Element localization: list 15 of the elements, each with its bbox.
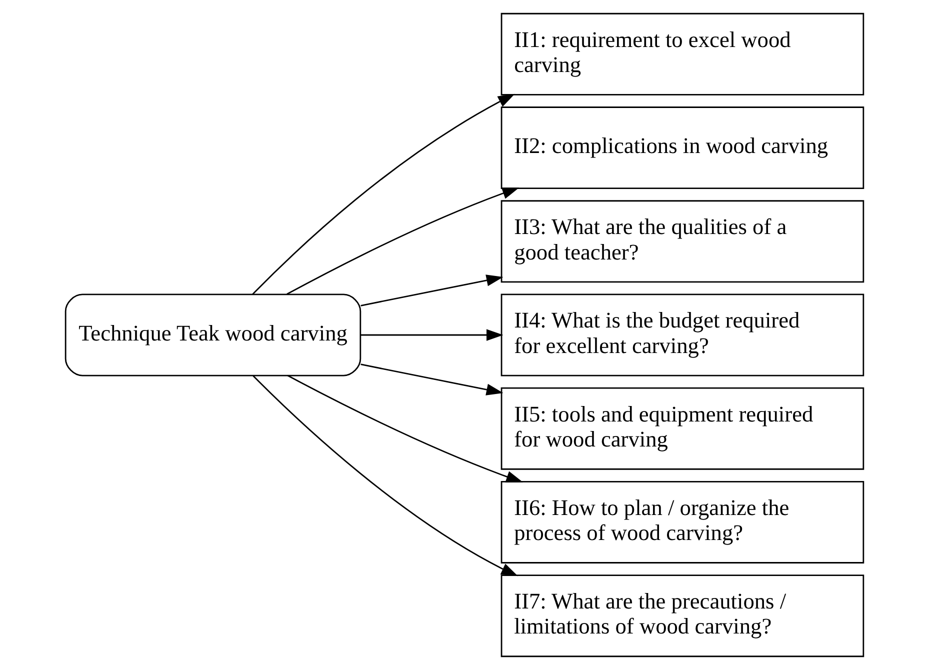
node-box: II3: What are the qualities of a good teacher?: [500, 200, 864, 283]
node-box: II6: How to plan / organize the process of wood carving?: [500, 481, 864, 564]
node-box: II7: What are the precautions / limitations of wood carving?: [500, 574, 864, 658]
arrow: [360, 274, 503, 306]
arrow: [252, 375, 518, 576]
arrow: [252, 94, 514, 295]
node-box: II4: What is the budget required for excellent carving?: [500, 294, 864, 376]
node-box: II2: complications in wood carving: [500, 106, 864, 189]
arrow: [286, 188, 519, 295]
node-box: Technique Teak wood carving: [64, 294, 361, 376]
node-box: II1: requirement to excel wood carving: [500, 12, 864, 96]
node-box: II5: tools and equipment required for wood carving: [500, 387, 864, 470]
arrow: [360, 364, 503, 396]
arrow: [360, 329, 503, 341]
arrow: [286, 374, 522, 482]
